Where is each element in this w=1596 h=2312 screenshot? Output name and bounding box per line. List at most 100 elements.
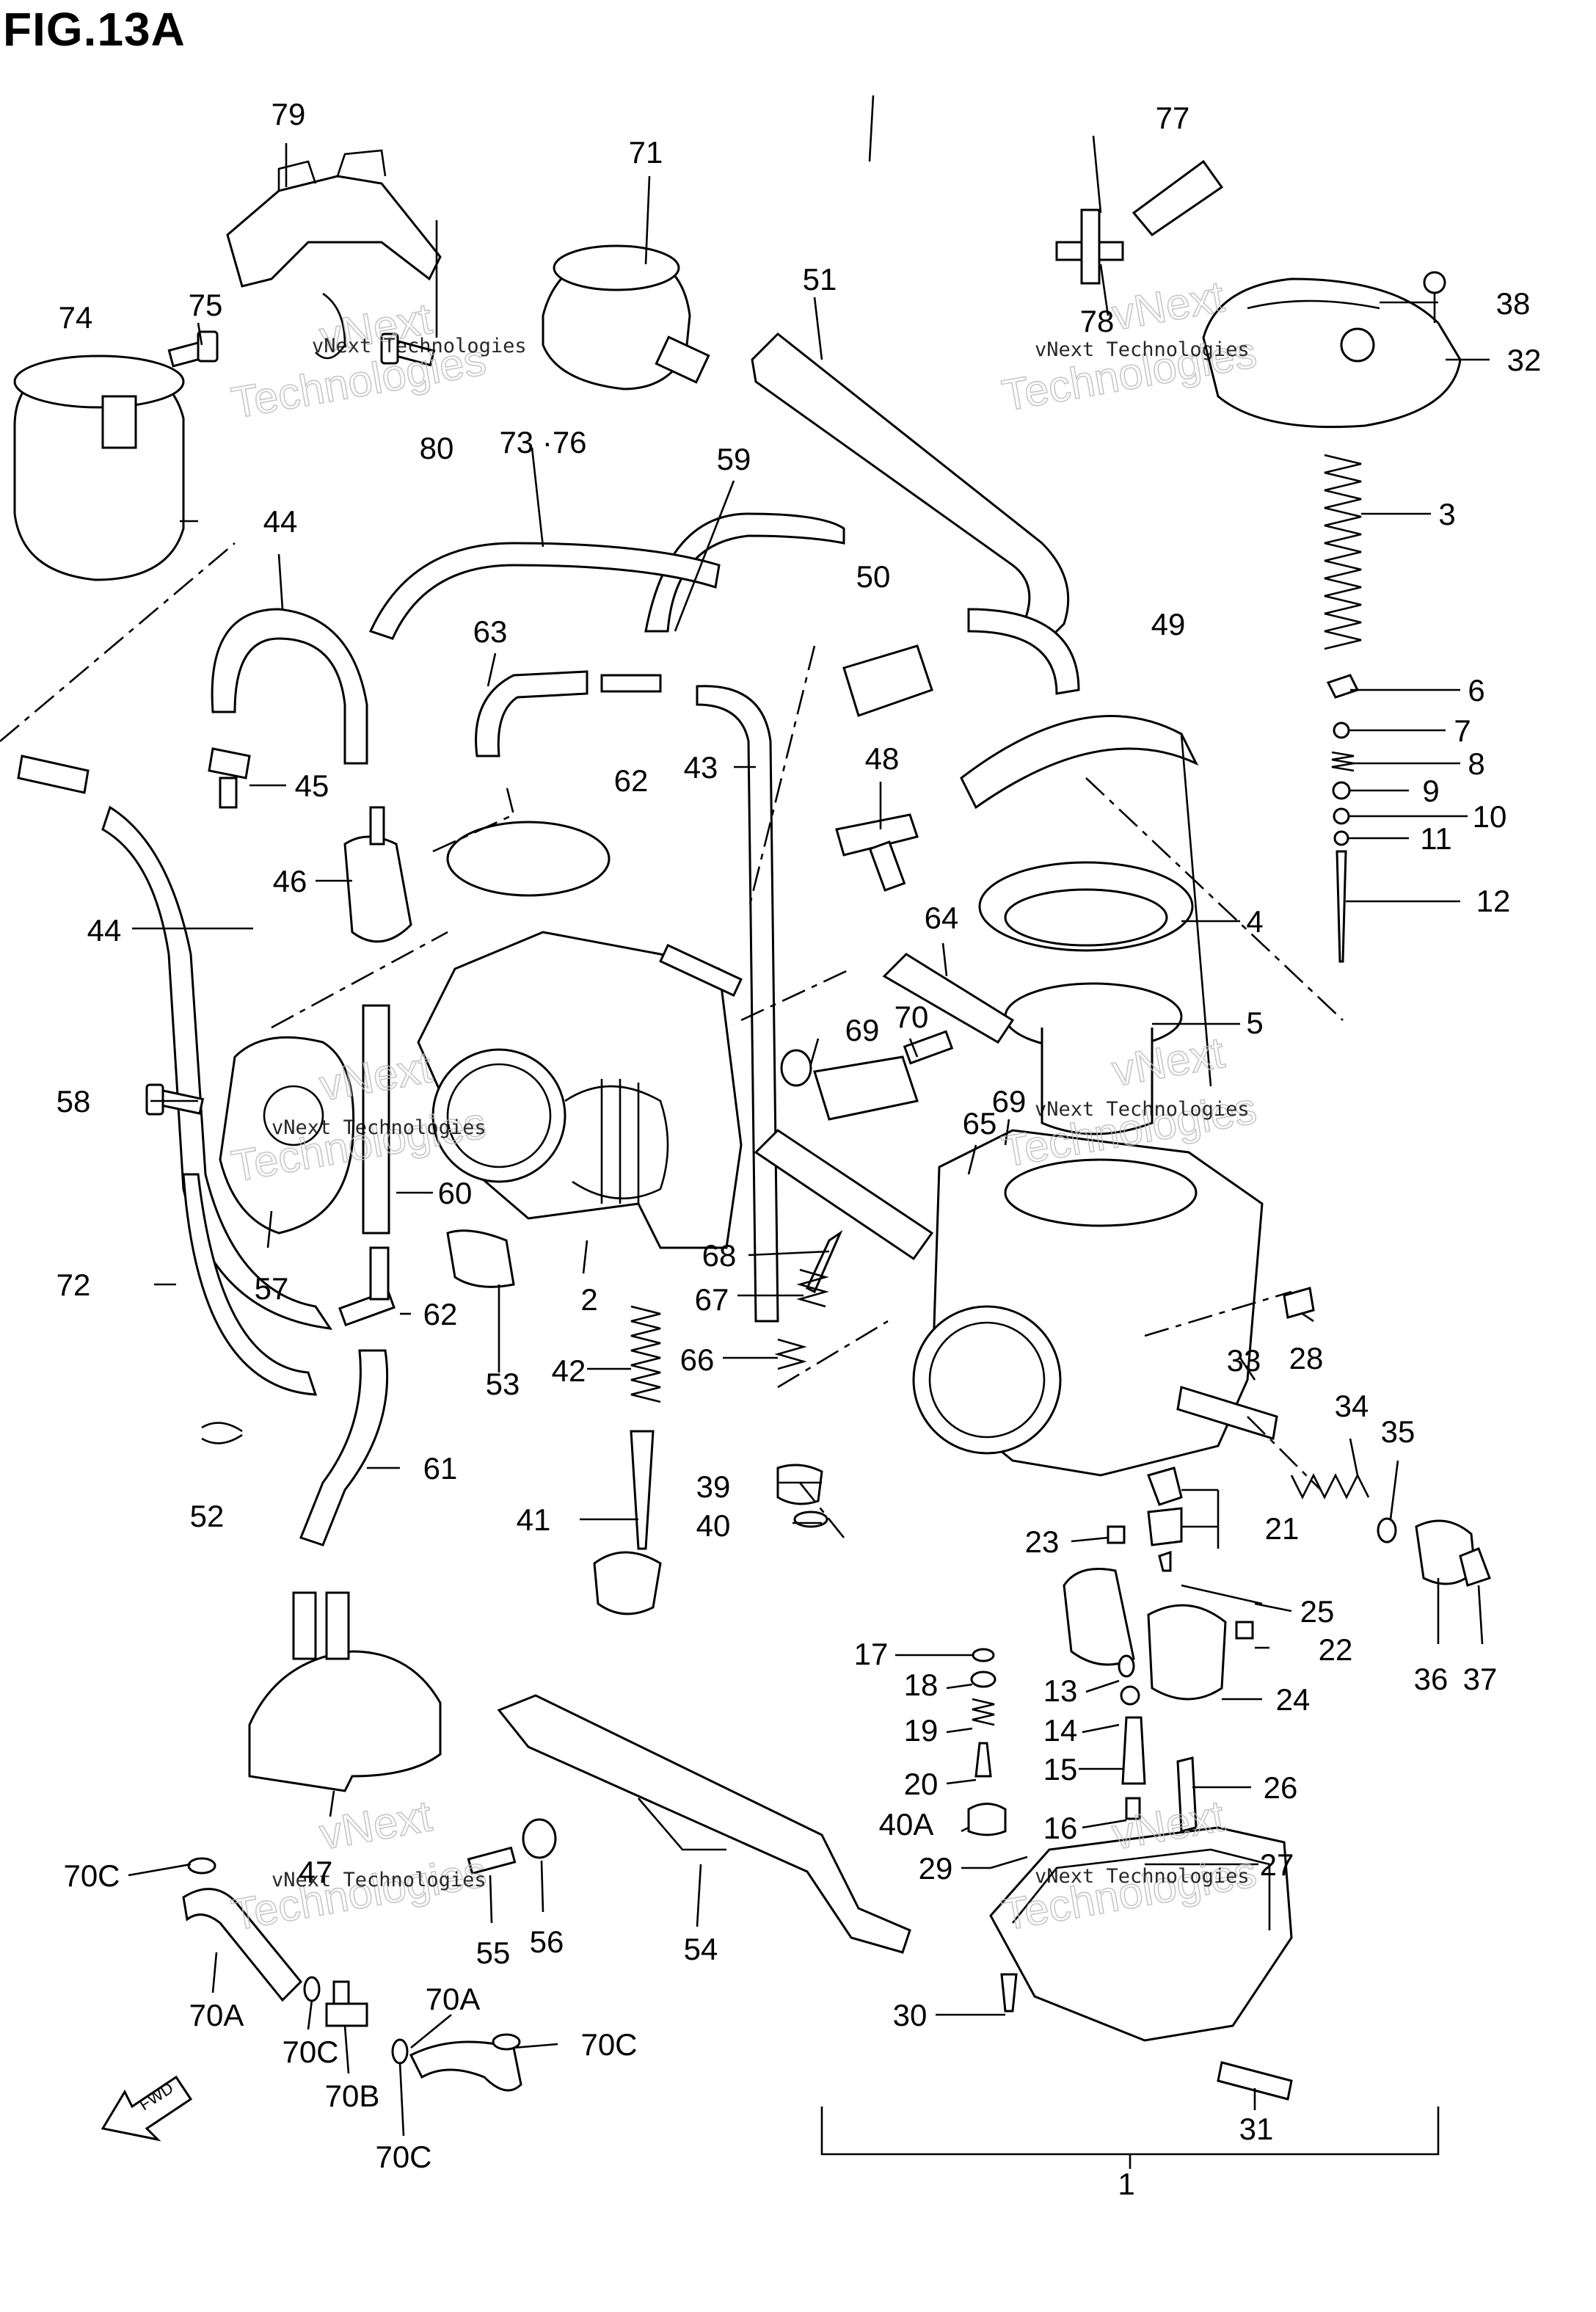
label-72: 72 [57,1268,91,1302]
bolt-80-part [380,332,436,367]
label-74: 74 [59,300,93,335]
label-61: 61 [423,1451,458,1486]
label-3: 3 [1438,497,1455,531]
label-65: 65 [963,1106,997,1141]
label-66: 66 [680,1342,715,1377]
label-24: 24 [1276,1682,1311,1717]
screw-38-part [1423,271,1446,323]
watermark-big-line2: Technologies [228,1847,490,1940]
pin-25-part [1181,1584,1263,1605]
label-63: 63 [473,614,508,649]
label-29: 29 [919,1851,953,1886]
label-70: 70 [894,1000,929,1034]
label-40: 40 [696,1508,731,1543]
bracket-1-part [820,2106,1440,2169]
hose-63-part [475,670,662,757]
label-57: 57 [255,1271,289,1306]
label-22: 22 [1319,1632,1353,1667]
label-43: 43 [684,750,718,785]
hose-73-76-part [368,542,721,640]
label-21: 21 [1265,1511,1300,1546]
label-17: 17 [854,1637,889,1671]
watermark-text: vNext Technologies [1035,338,1250,361]
label-77: 77 [1156,101,1190,135]
figure-title: FIG.13A [3,3,186,56]
label-54: 54 [684,1932,718,1966]
hose-43-part [696,685,779,1323]
label-1: 1 [1118,2167,1134,2201]
label-2: 2 [580,1282,597,1317]
label-70C-2: 70C [580,2027,637,2062]
float-chamber-29-part [989,1826,1293,2042]
float-24-part [1063,1568,1227,1701]
plug-28-part [1283,1287,1315,1319]
watermark-text: vNext Technologies [1035,1865,1250,1888]
spring-34-part [1290,1473,1370,1499]
label-4: 4 [1246,904,1263,939]
label-70C-3: 70C [282,2035,338,2069]
needle-68-part [806,1229,843,1294]
label-49: 49 [1151,607,1186,641]
hose-60-part [362,1004,390,1235]
label-48: 48 [865,741,900,776]
label-27: 27 [1260,1847,1294,1882]
label-9: 9 [1422,774,1439,808]
label-36: 36 [1414,1662,1449,1696]
label-71: 71 [629,135,663,170]
bolt-55-part [467,1846,517,1875]
hose-65-part [754,1129,934,1261]
label-51: 51 [803,262,837,297]
label-70A-left: 70A [189,1998,244,2032]
jet-13-part [1118,1654,1135,1678]
label-26: 26 [1264,1770,1298,1805]
carburetor-2-part [417,821,743,1249]
label-67: 67 [695,1282,729,1317]
watermark-text: vNext Technologies [312,335,527,357]
label-8: 8 [1468,746,1484,781]
label-15: 15 [1043,1752,1078,1786]
label-64: 64 [925,901,959,935]
label-37: 37 [1463,1662,1498,1696]
watermark-text: vNext Technologies [1035,1098,1250,1121]
spring-67-part [796,1268,829,1308]
label-35: 35 [1381,1414,1415,1449]
joint-78-part [1055,208,1124,285]
t-joint-48-part [835,644,933,892]
label-44-upper: 44 [263,504,298,539]
label-69-left: 69 [845,1013,880,1047]
leader-lines [128,95,1490,2137]
fuel-filter-71-part [542,244,710,390]
label-23: 23 [1025,1524,1060,1559]
cap-40A-part [967,1803,1007,1836]
jet-15-part [1121,1716,1146,1785]
label-70C-4: 70C [375,2140,431,2174]
jet-16-part [1125,1797,1141,1820]
hose-59-part [644,512,845,633]
label-44-lower: 44 [87,913,122,948]
screw-23-part [1107,1525,1126,1544]
joint-70B-part [325,1980,368,2027]
spring-42-part [630,1305,661,1403]
clip-53-part [446,1229,515,1288]
canister-74-part [13,355,198,581]
hose-44-part [17,608,368,1330]
spring-66-part [774,1338,807,1370]
ring-40-part [793,1511,828,1528]
o-ring-35-part [1377,1517,1397,1544]
hose-70A-left-part [182,1888,303,2002]
screw-31-part [1217,2061,1293,2101]
label-50: 50 [856,559,891,594]
carburetor-1-part [912,1129,1278,1477]
label-52: 52 [190,1499,225,1533]
label-33: 33 [1227,1343,1261,1378]
reference-lines [0,542,1344,1538]
washer-56-part [522,1818,557,1859]
label-70B: 70B [325,2079,380,2113]
screw-30-part [1000,1973,1018,2013]
label-79: 79 [272,97,306,131]
label-25: 25 [1300,1594,1335,1629]
screw-20-part [974,1742,992,1778]
label-19: 19 [904,1713,939,1748]
hose-70A-right-part [409,2040,522,2092]
cap-39-part [776,1464,823,1505]
